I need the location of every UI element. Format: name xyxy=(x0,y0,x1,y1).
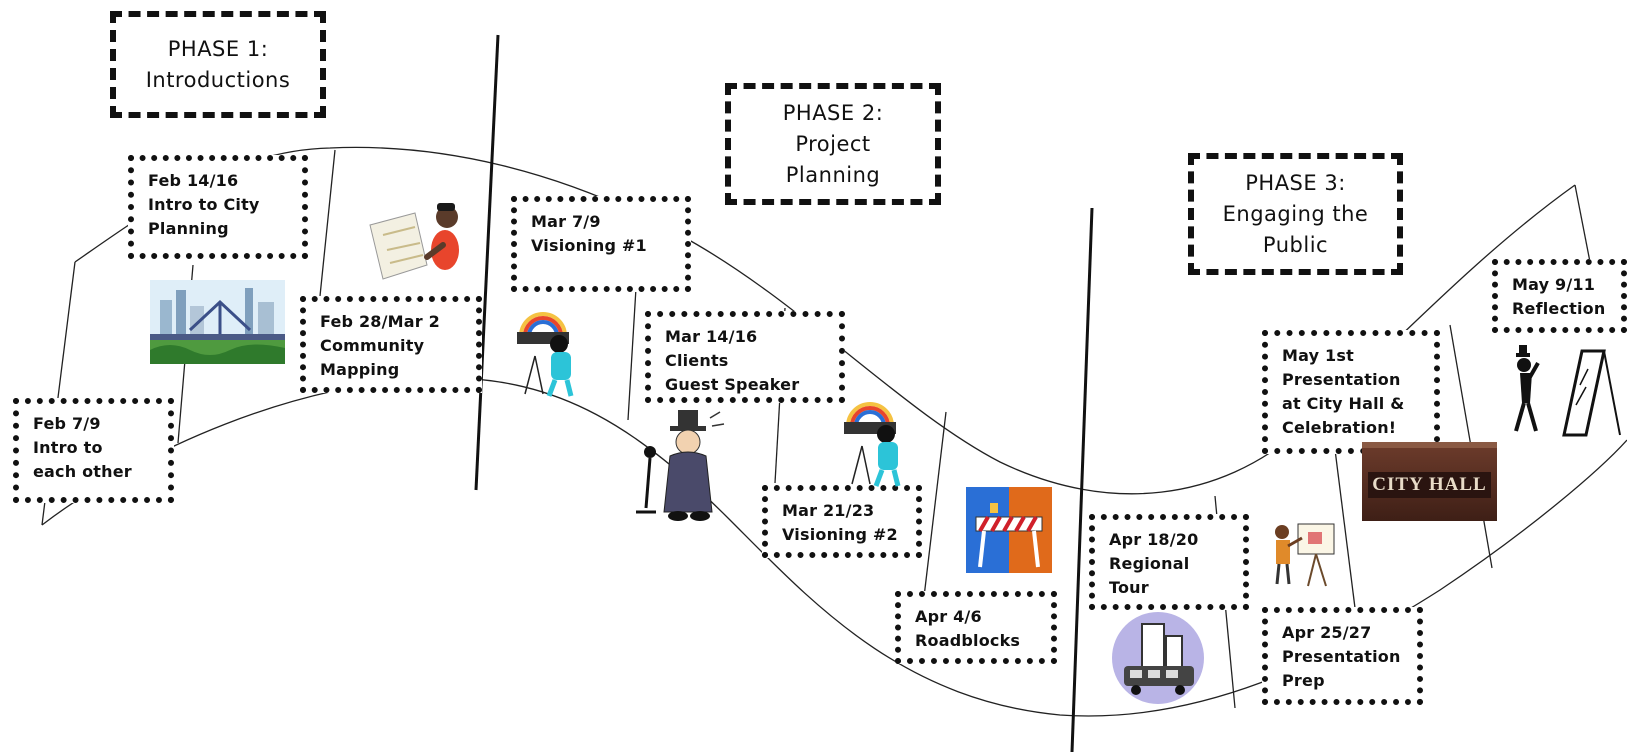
phase-2-title-line2: Planning xyxy=(785,162,881,187)
event-date: Apr 4/6 xyxy=(915,607,982,626)
photographer-rainbow-image xyxy=(844,402,901,487)
city-skyline-image xyxy=(150,280,285,364)
phase-3-title-line2: Public xyxy=(1262,232,1329,257)
event-apr-18-20: Apr 18/20 Regional Tour xyxy=(1089,514,1249,610)
reflection-mirror-image xyxy=(1514,345,1621,437)
event-may-9-11: May 9/11 Reflection xyxy=(1492,259,1627,333)
phase-1-box: PHASE 1: Introductions xyxy=(110,11,326,118)
event-may-1st: May 1st Presentation at City Hall & Cele… xyxy=(1262,330,1440,454)
event-title-line: each other xyxy=(33,462,132,481)
city-hall-sign-text: CITY HALL xyxy=(1368,471,1491,498)
event-title-line: Tour xyxy=(1109,578,1149,597)
event-title-line: Planning xyxy=(148,219,229,238)
event-apr-25-27: Apr 25/27 Presentation Prep xyxy=(1262,607,1423,705)
event-mar-21-23: Mar 21/23 Visioning #2 xyxy=(762,485,922,558)
event-title-line: Visioning #2 xyxy=(782,525,898,544)
event-date: Mar 21/23 xyxy=(782,501,875,520)
phase-1-title: Introductions xyxy=(145,67,291,92)
event-title-line: Guest Speaker xyxy=(665,375,800,394)
event-title-line: Roadblocks xyxy=(915,631,1021,650)
event-date: Feb 7/9 xyxy=(33,414,101,433)
event-date: Mar 7/9 xyxy=(531,212,601,231)
event-title-line: Mapping xyxy=(320,360,400,379)
event-title-line: Intro to City xyxy=(148,195,260,214)
event-date: May 1st xyxy=(1282,346,1354,365)
event-title-line: Visioning #1 xyxy=(531,236,647,255)
event-mar-7-9: Mar 7/9 Visioning #1 xyxy=(511,196,691,292)
event-date: Feb 14/16 xyxy=(148,171,239,190)
event-title-line: Presentation xyxy=(1282,370,1401,389)
event-feb-7-9: Feb 7/9 Intro to each other xyxy=(13,398,174,503)
phase-2-label: PHASE 2: xyxy=(782,100,884,125)
road-tick xyxy=(923,411,947,598)
phase-3-label: PHASE 3: xyxy=(1245,170,1346,195)
regional-tour-image xyxy=(1112,612,1204,704)
event-feb-14-16: Feb 14/16 Intro to City Planning xyxy=(128,155,308,259)
event-date: Mar 14/16 xyxy=(665,327,758,346)
event-title-line: Regional xyxy=(1109,554,1190,573)
event-mar-14-16: Mar 14/16 Clients Guest Speaker xyxy=(645,311,845,403)
phase-3-title-line1: Engaging the xyxy=(1222,201,1369,226)
event-date: Feb 28/Mar 2 xyxy=(320,312,440,331)
phase-2-title-line1: Project xyxy=(795,131,871,156)
event-title-line: Presentation xyxy=(1282,647,1401,666)
event-apr-4-6: Apr 4/6 Roadblocks xyxy=(895,591,1057,664)
roadblock-image xyxy=(966,487,1052,573)
road-tick xyxy=(319,149,336,297)
event-title-line: Community xyxy=(320,336,425,355)
guest-speaker-image xyxy=(636,410,725,521)
event-date: Apr 25/27 xyxy=(1282,623,1372,642)
event-title-line: Intro to xyxy=(33,438,103,457)
road-tick xyxy=(1574,184,1591,263)
event-date: Apr 18/20 xyxy=(1109,530,1199,549)
event-title-line: at City Hall & xyxy=(1282,394,1405,413)
girl-reading-map-image xyxy=(369,203,459,280)
phase-1-label: PHASE 1: xyxy=(167,36,269,61)
event-title-line: Prep xyxy=(1282,671,1325,690)
city-hall-sign-image: CITY HALL xyxy=(1362,442,1497,521)
phase-3-box: PHASE 3: Engaging the Public xyxy=(1188,153,1403,275)
presenter-easel-image xyxy=(1275,523,1335,587)
event-date: May 9/11 xyxy=(1512,275,1596,294)
event-title-line: Reflection xyxy=(1512,299,1606,318)
photographer-rainbow-image xyxy=(517,312,574,397)
event-title-line: Clients xyxy=(665,351,729,370)
event-title-line: Celebration! xyxy=(1282,418,1397,437)
event-feb-28-mar-2: Feb 28/Mar 2 Community Mapping xyxy=(300,296,482,393)
phase-2-box: PHASE 2: Project Planning xyxy=(725,83,941,205)
